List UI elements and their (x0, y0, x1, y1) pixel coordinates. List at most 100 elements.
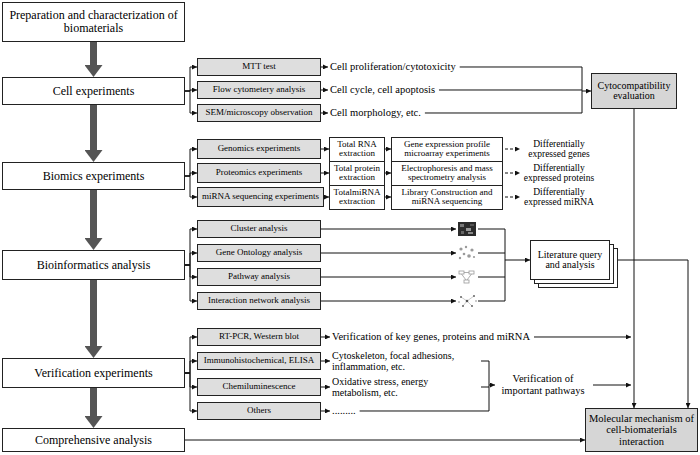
connector-arrow (185, 149, 197, 176)
annotation-label: Verification of important pathways (497, 373, 589, 396)
leader-arrow (321, 253, 456, 254)
node-text: Verification experiments (34, 367, 152, 380)
node-text: Literature query and analysis (534, 250, 606, 271)
node-text: SEM/microscopy observation (205, 108, 312, 117)
flow-arrow (90, 388, 97, 416)
connector-arrow (185, 373, 197, 387)
connector-arrow (185, 373, 197, 411)
process-box: Preparation and characterization of biom… (2, 2, 185, 42)
connector-arrow (185, 67, 197, 91)
pathway-icon (459, 271, 474, 283)
process-box: Verification experiments (2, 358, 185, 388)
leader-arrow (505, 197, 520, 198)
leader-arrow (321, 229, 456, 230)
process-box: MTT test (197, 58, 321, 76)
leader-arrow (505, 260, 530, 261)
leader-arrow (321, 361, 330, 362)
node-text: Cytocompatibility evaluation (595, 81, 673, 102)
cluster-heatmap-icon (458, 222, 476, 236)
process-box: Electrophoresis and mass spectrometry an… (391, 161, 503, 186)
leader-line (481, 361, 489, 362)
process-box: Proteomics experiments (197, 163, 321, 183)
node-text: Biomics experiments (43, 170, 145, 183)
annotation-label: Cell proliferation/cytotoxicity (330, 61, 456, 73)
process-box: Biomics experiments (2, 162, 185, 190)
leader-line (505, 229, 506, 301)
annotation-label: Cytoskeleton, focal adhesions, inflammat… (332, 350, 477, 372)
leader-arrow (321, 301, 456, 302)
flow-arrow (90, 190, 97, 238)
node-text: RT-PCR, Western blot (219, 332, 299, 341)
leader-line (481, 387, 489, 388)
connector-arrow (185, 361, 197, 373)
node-text: Cell experiments (53, 85, 135, 98)
connector-arrow (634, 109, 635, 408)
leader-line (478, 277, 505, 278)
process-box: Pathway analysis (197, 268, 321, 286)
annotation-label: Cell cycle, cell apoptosis (330, 84, 435, 96)
node-text: Proteomics experiments (216, 168, 303, 177)
leader-arrow (505, 149, 520, 150)
process-box: Gene expression profile microarray exper… (391, 137, 503, 162)
leader-arrow (489, 385, 495, 386)
leader-arrow (321, 336, 330, 337)
node-text: Chemiluminescence (223, 382, 296, 391)
process-box: Molecular mechanism of cell-biomaterials… (585, 408, 698, 452)
leader-line (489, 361, 490, 411)
leader-line (439, 89, 582, 90)
connector-arrow (185, 337, 197, 373)
process-box: Genomics experiments (197, 139, 321, 159)
node-text: Interaction network analysis (208, 296, 310, 305)
connector-arrow (610, 260, 688, 408)
leader-line (425, 112, 582, 113)
node-text: Flow cytometery analysis (213, 85, 305, 94)
annotation-label: Oxidative stress, energy metabolism, etc… (332, 376, 477, 398)
annotation-label: ......... (332, 405, 356, 417)
process-box: Cell experiments (2, 77, 185, 105)
flow-arrow (90, 280, 97, 346)
process-box: Others (197, 402, 321, 420)
leader-arrow (582, 91, 591, 92)
leader-line (460, 66, 582, 67)
leader-line (360, 410, 489, 411)
node-text: Total protein extraction (333, 164, 381, 183)
flow-arrow (90, 105, 97, 150)
connector-arrow (185, 265, 197, 301)
leader-arrow (321, 410, 330, 411)
process-box: Cluster analysis (197, 220, 321, 238)
connector-arrow (185, 176, 197, 197)
connector-arrow (185, 91, 197, 113)
process-box: SEM/microscopy observation (197, 104, 321, 122)
node-text: miRNA sequencing experiments (202, 192, 319, 201)
leader-arrow (534, 336, 631, 337)
flow-arrow (90, 42, 97, 65)
node-text: Genomics experiments (218, 144, 301, 153)
node-text: Others (247, 406, 271, 415)
node-text: Preparation and characterization of biom… (6, 9, 181, 34)
process-box: Immunohistochemical, ELISA (197, 352, 321, 370)
node-text: Comprehensive analysis (35, 434, 152, 447)
leader-arrow (321, 277, 456, 278)
leader-arrow (321, 387, 330, 388)
connector-arrow (321, 173, 329, 174)
leader-line (478, 229, 505, 230)
process-box: Total RNA extraction (329, 137, 385, 162)
connector-arrow (185, 265, 197, 277)
process-box: Cytocompatibility evaluation (591, 73, 677, 109)
process-box: Comprehensive analysis (2, 428, 185, 452)
network-icon (458, 295, 477, 307)
process-box: RT-PCR, Western blot (197, 328, 321, 346)
annotation-label: Verification of key genes, proteins and … (332, 331, 530, 343)
gene-ontology-icon (459, 246, 475, 259)
leader-arrow (505, 173, 520, 174)
process-box: Bioinformatics analysis (2, 250, 185, 280)
process-box: Total protein extraction (329, 161, 385, 186)
node-text: Cluster analysis (230, 224, 287, 233)
node-text: MTT test (242, 62, 276, 71)
leader-arrow (321, 89, 328, 90)
leader-arrow (321, 66, 328, 67)
process-box: Literature query and analysis (530, 240, 610, 280)
node-text: Library Construction and miRNA sequencin… (395, 188, 499, 207)
process-box: miRNA sequencing experiments (197, 187, 324, 207)
